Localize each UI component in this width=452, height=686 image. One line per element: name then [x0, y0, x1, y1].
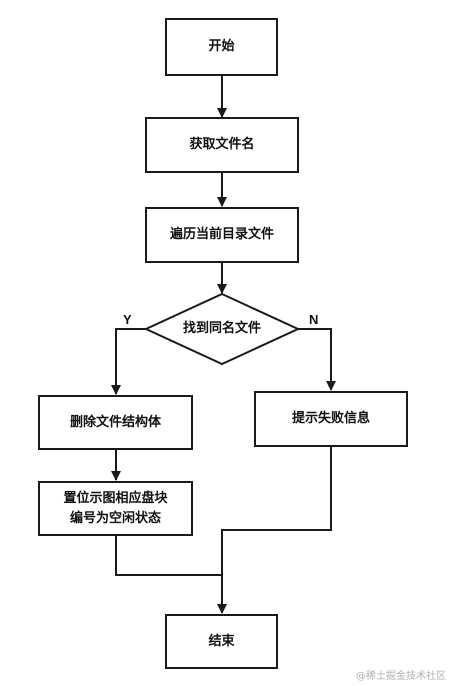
get-filename-label: 获取文件名 — [189, 137, 255, 152]
end-label: 结束 — [208, 633, 235, 649]
decision-label: 找到同名文件 — [182, 321, 261, 336]
arrow-decision-yes — [111, 328, 146, 395]
delete-label: 删除文件结构体 — [69, 414, 161, 430]
decision-diamond — [143, 292, 301, 366]
arrow-decision-no — [298, 328, 336, 391]
set-bitmap-node: 置位示图相应盘块 编号为空闲状态 — [38, 481, 193, 536]
delete-node: 删除文件结构体 — [38, 395, 193, 450]
traverse-node: 遍历当前目录文件 — [145, 207, 299, 263]
decision-node: 找到同名文件 — [166, 315, 278, 343]
fail-node: 提示失败信息 — [254, 391, 408, 447]
start-label: 开始 — [208, 39, 235, 54]
line-fail-to-merge — [221, 447, 332, 575]
get-filename-node: 获取文件名 — [145, 117, 299, 173]
set-bitmap-line2: 编号为空闲状态 — [69, 510, 161, 526]
watermark: @稀土掘金技术社区 — [356, 671, 446, 682]
end-node: 结束 — [165, 614, 278, 669]
branch-yes-label: Y — [123, 312, 132, 327]
set-bitmap-line1: 置位示图相应盘块 — [63, 490, 168, 506]
fail-label: 提示失败信息 — [291, 411, 370, 426]
start-node: 开始 — [165, 18, 278, 76]
set-bitmap-text: 置位示图相应盘块 编号为空闲状态 — [63, 489, 167, 529]
branch-no-label: N — [309, 312, 319, 327]
traverse-label: 遍历当前目录文件 — [169, 227, 274, 242]
line-set-to-merge — [115, 536, 222, 576]
